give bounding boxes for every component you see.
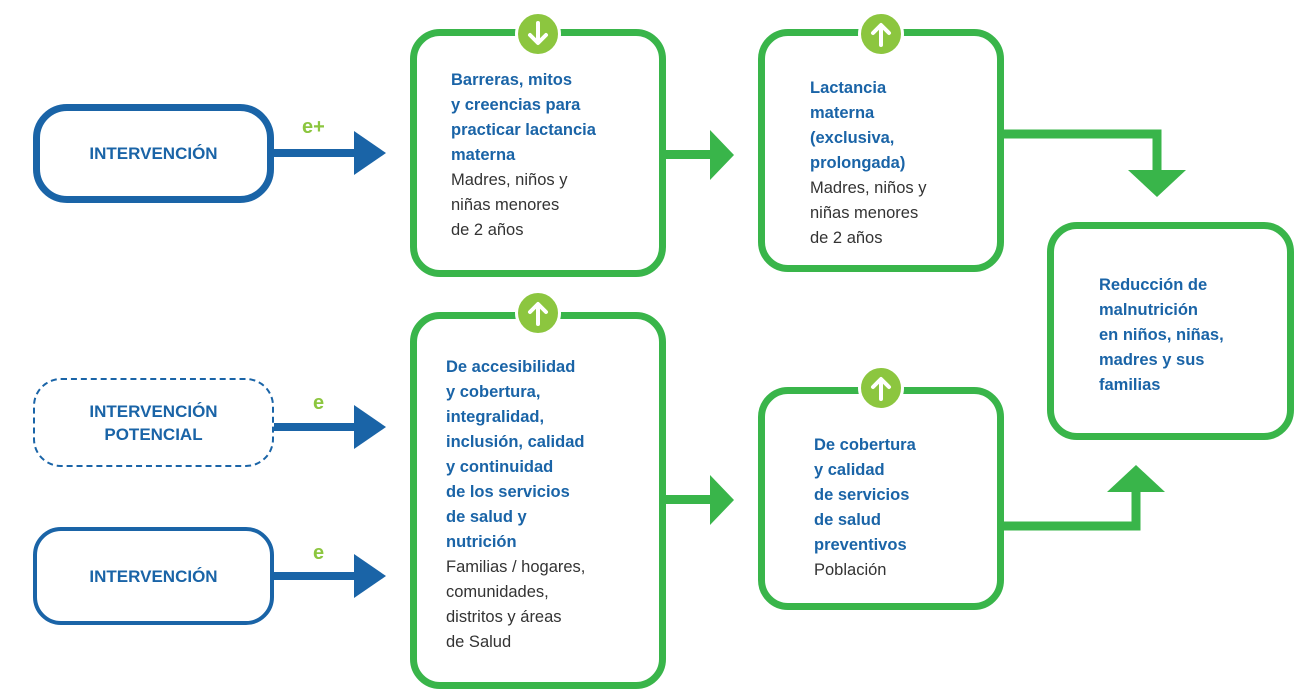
green-arrow-accessibility-to-coverage — [666, 475, 734, 525]
node-population-line: Madres, niños y — [451, 171, 568, 189]
node-population-line: niñas menores — [451, 196, 560, 214]
intervention-label-line1: INTERVENCIÓN — [89, 401, 218, 421]
intervention-box-potential: INTERVENCIÓN POTENCIAL — [33, 378, 274, 467]
intervention-box-bottom: INTERVENCIÓN — [33, 527, 274, 625]
node-population-line: de 2 años — [451, 221, 524, 239]
node-title-line: de salud y — [446, 508, 527, 526]
node-title-line: malnutrición — [1099, 301, 1199, 319]
node-title-line: de salud — [814, 511, 881, 529]
node-outcome: Reducción de malnutrición en niños, niña… — [1047, 222, 1294, 440]
node-title-line: y continuidad — [446, 458, 554, 476]
node-population-line: Madres, niños y — [810, 179, 927, 197]
arrow-down-icon — [515, 11, 561, 57]
node-title-line: De accesibilidad — [446, 358, 576, 376]
node-title-line: y creencias para — [451, 96, 581, 114]
node-title-line: madres y sus — [1099, 351, 1205, 369]
intervention-label: INTERVENCIÓN — [89, 144, 218, 163]
node-title-line: de los servicios — [446, 483, 570, 501]
green-arrow-coverage-to-outcome — [1004, 465, 1165, 531]
node-population-line: de Salud — [446, 633, 512, 651]
node-title-line: practicar lactancia — [451, 121, 596, 139]
blue-arrow-bottom — [274, 554, 386, 598]
node-title-line: materna — [810, 104, 875, 122]
green-arrow-barriers-to-breastfeeding — [666, 130, 734, 180]
node-population-line: comunidades, — [446, 583, 549, 601]
node-breastfeeding: Lactancia materna (exclusiva, prolongada… — [758, 29, 1004, 272]
node-population-line: Población — [814, 561, 887, 579]
intervention-label: INTERVENCIÓN — [89, 566, 218, 586]
node-title-line: y cobertura, — [446, 383, 541, 401]
node-title-line: integralidad, — [446, 408, 545, 426]
node-barriers: Barreras, mitos y creencias para practic… — [410, 29, 666, 277]
node-coverage: De cobertura y calidad de servicios de s… — [758, 387, 1004, 610]
blue-arrow-top — [274, 131, 386, 175]
node-population-line: niñas menores — [810, 204, 919, 222]
node-title-line: De cobertura — [814, 436, 916, 454]
node-title-line: en niños, niñas, — [1099, 326, 1224, 344]
node-title-line: Lactancia — [810, 79, 887, 97]
node-title-line: y calidad — [814, 461, 885, 479]
arrow-up-icon — [515, 290, 561, 336]
node-title-line: Barreras, mitos — [451, 71, 573, 89]
node-population-line: de 2 años — [810, 229, 883, 247]
blue-arrow-potential — [274, 405, 386, 449]
node-title-line: preventivos — [814, 536, 907, 554]
node-title-line: nutrición — [446, 533, 517, 551]
node-title-line: familias — [1099, 376, 1161, 394]
node-title-line: de servicios — [814, 486, 910, 504]
node-accessibility: De accesibilidad y cobertura, integralid… — [410, 312, 666, 689]
node-population-line: Familias / hogares, — [446, 558, 586, 576]
arrow-up-icon — [858, 11, 904, 57]
edge-label-top: e+ — [302, 116, 325, 138]
node-title-line: materna — [451, 146, 516, 164]
node-title-line: Reducción de — [1099, 276, 1208, 294]
node-title-line: (exclusiva, — [810, 129, 895, 147]
intervention-box-top: INTERVENCIÓN — [33, 104, 274, 203]
intervention-label-line2: POTENCIAL — [104, 424, 203, 444]
node-population-line: distritos y áreas — [446, 608, 562, 626]
edge-label-potential: e — [313, 392, 325, 414]
green-arrow-breastfeeding-to-outcome — [1004, 129, 1186, 197]
edge-label-bottom: e — [313, 542, 325, 564]
node-title-line: prolongada) — [810, 154, 906, 172]
arrow-up-icon — [858, 365, 904, 411]
node-title-line: inclusión, calidad — [446, 433, 585, 451]
